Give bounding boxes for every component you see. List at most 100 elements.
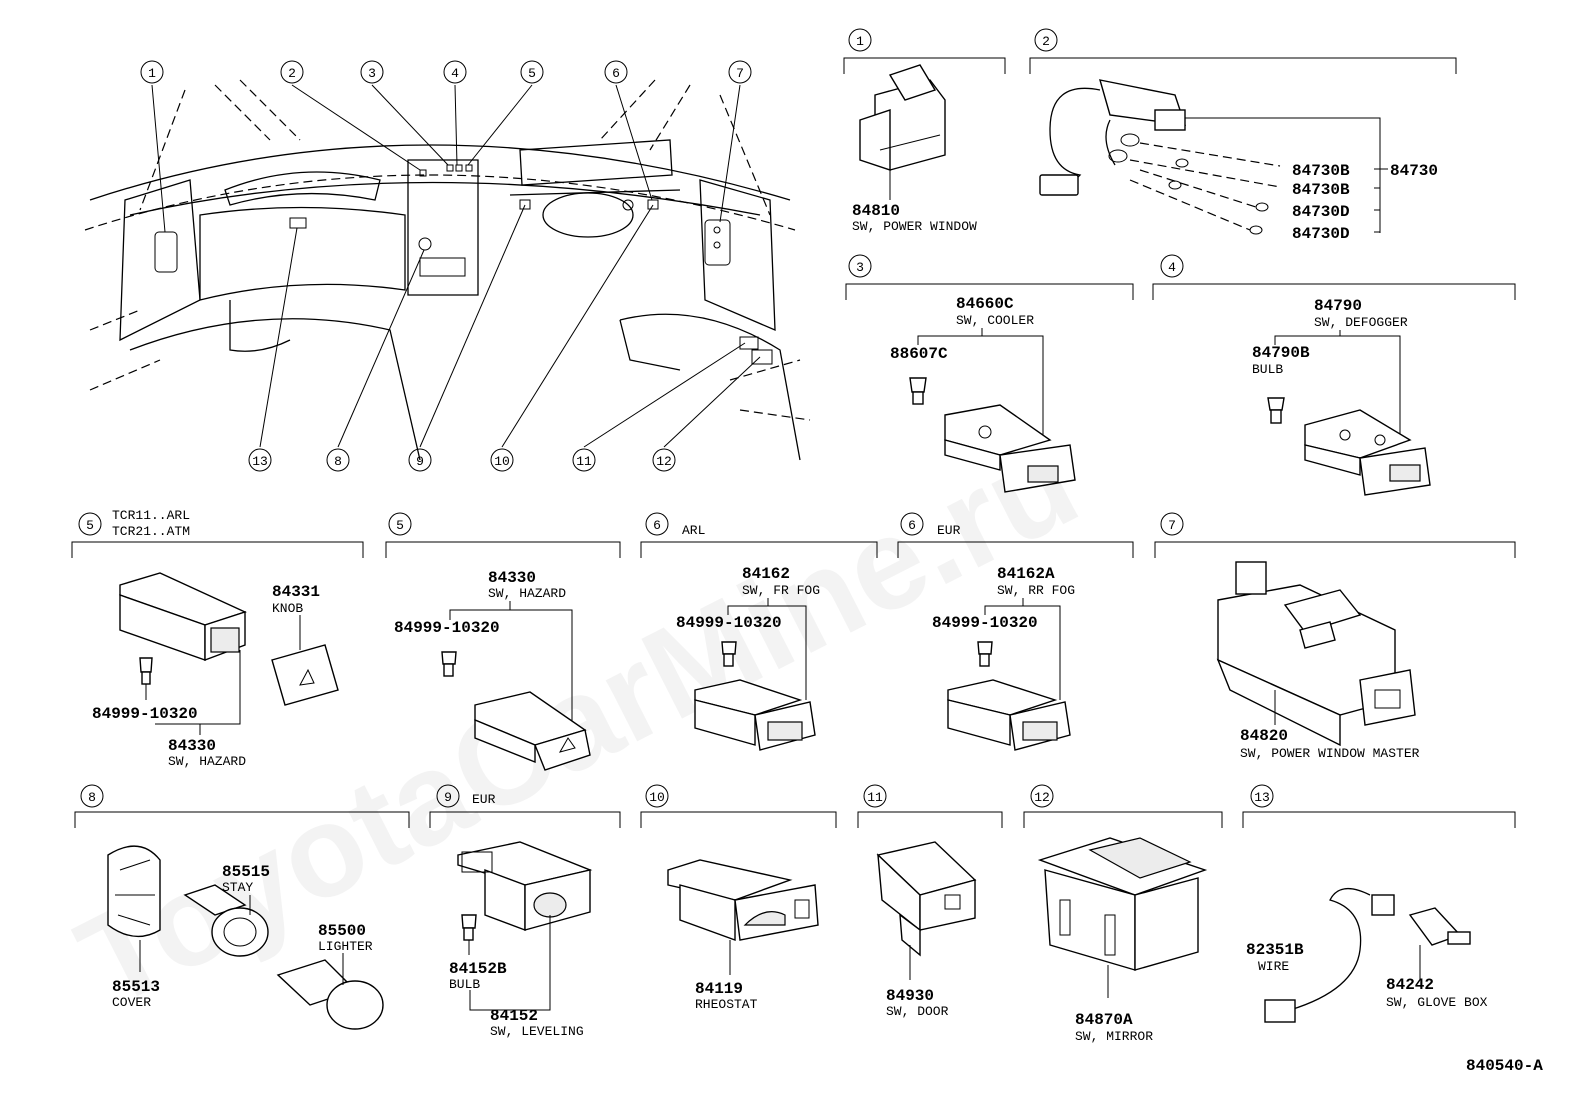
part-number: 84330 bbox=[488, 569, 536, 587]
section-number: 5 bbox=[396, 518, 404, 533]
part-description: SW, HAZARD bbox=[168, 754, 246, 769]
bulb-part-number: 84999-10320 bbox=[676, 614, 782, 632]
section-number: 10 bbox=[649, 790, 665, 805]
part-description: SW, POWER WINDOW bbox=[852, 219, 977, 234]
callout-2: 2 bbox=[288, 66, 296, 81]
bulb-drawing bbox=[139, 657, 153, 685]
hazard-switch-drawing bbox=[119, 572, 247, 662]
part-number: 84330 bbox=[168, 737, 216, 755]
callout-4: 4 bbox=[451, 66, 459, 81]
lighter-drawing bbox=[276, 959, 384, 1030]
variant-note: TCR11..ARL bbox=[112, 508, 190, 523]
cooler-switch-drawing bbox=[944, 404, 1076, 493]
wire-description: WIRE bbox=[1258, 959, 1289, 974]
defogger-switch-drawing bbox=[1304, 409, 1431, 496]
section-number: 3 bbox=[856, 260, 864, 275]
section-6-rear-fog-switch: 6 EUR 84162A SW, RR FOG 84999-10320 bbox=[897, 512, 1134, 751]
variant-note: TCR21..ATM bbox=[112, 524, 190, 539]
part-description: SW, DOOR bbox=[886, 1004, 949, 1019]
knob-part-number: 84331 bbox=[272, 583, 320, 601]
section-6-front-fog-switch: 6 ARL 84162 SW, FR FOG 84999-10320 bbox=[640, 512, 878, 751]
section-7-power-window-master-switch: 7 84820 SW, POWER WINDOW MASTER bbox=[1154, 512, 1516, 761]
part-description: SW, LEVELING bbox=[490, 1024, 584, 1039]
bulb-part-number: 84999-10320 bbox=[92, 705, 198, 723]
part-number: 84820 bbox=[1240, 727, 1288, 745]
sub-part-description: BULB bbox=[1252, 362, 1283, 377]
wire-part-number: 82351B bbox=[1246, 941, 1304, 959]
callout-11: 11 bbox=[576, 454, 592, 469]
part-number: 84730D bbox=[1292, 225, 1350, 243]
part-number: 84730D bbox=[1292, 203, 1350, 221]
cover-drawing bbox=[107, 845, 161, 938]
part-description: SW, RR FOG bbox=[997, 583, 1075, 598]
callout-10: 10 bbox=[494, 454, 510, 469]
part-number: 84660C bbox=[956, 295, 1014, 313]
sub-part-number: 84790B bbox=[1252, 344, 1310, 362]
part-description: SW, MIRROR bbox=[1075, 1029, 1153, 1044]
stay-description: STAY bbox=[222, 880, 253, 895]
lighter-part-number: 85500 bbox=[318, 922, 366, 940]
lighter-description: LIGHTER bbox=[318, 939, 373, 954]
mirror-switch-drawing bbox=[1037, 837, 1208, 971]
variant-note: EUR bbox=[472, 792, 496, 807]
section-8-cigarette-lighter: 8 85513 COVER 85515 STAY 85500 LIGHTER bbox=[74, 784, 410, 1030]
section-5-hazard-switch: 5 84330 SW, HAZARD 84999-10320 bbox=[385, 512, 621, 771]
section-5-hazard-switch-with-knob: 5 TCR11..ARL TCR21..ATM 84331 KNOB 84999… bbox=[71, 508, 364, 769]
bulb-drawing bbox=[441, 651, 457, 677]
knob-drawing bbox=[271, 644, 339, 706]
section-13-glove-box-switch: 13 82351B WIRE 84242 SW, GLOVE BOX bbox=[1242, 784, 1516, 1023]
rear-fog-switch-drawing bbox=[947, 679, 1071, 751]
callout-1: 1 bbox=[148, 66, 156, 81]
part-number: 84152 bbox=[490, 1007, 538, 1025]
part-number: 84730B bbox=[1292, 181, 1350, 199]
section-10-rheostat: 10 84119 RHEOSTAT bbox=[640, 784, 837, 1012]
leveling-switch-drawing bbox=[457, 841, 593, 932]
part-description: RHEOSTAT bbox=[695, 997, 758, 1012]
section-number: 9 bbox=[444, 790, 452, 805]
part-number: 84119 bbox=[695, 980, 743, 998]
part-number: 84162A bbox=[997, 565, 1055, 583]
section-1-power-window-switch: 1 84810 SW, POWER WINDOW bbox=[843, 28, 1006, 234]
part-number: 84810 bbox=[852, 202, 900, 220]
callout-6: 6 bbox=[612, 66, 620, 81]
part-number: 84790 bbox=[1314, 297, 1362, 315]
callout-3: 3 bbox=[368, 66, 376, 81]
watermark: ToyotaCarMine.ru bbox=[56, 408, 1098, 1035]
dashboard-overview bbox=[84, 79, 811, 461]
bulb-part-number: 84152B bbox=[449, 960, 507, 978]
callout-12: 12 bbox=[656, 454, 672, 469]
callout-9: 9 bbox=[416, 454, 424, 469]
stay-part-number: 85515 bbox=[222, 863, 270, 881]
callout-8: 8 bbox=[334, 454, 342, 469]
bulb-drawing bbox=[461, 914, 477, 941]
bulb-part-number: 84999-10320 bbox=[932, 614, 1038, 632]
part-description: SW, GLOVE BOX bbox=[1386, 995, 1488, 1010]
part-description: SW, HAZARD bbox=[488, 586, 566, 601]
section-number: 8 bbox=[88, 790, 96, 805]
sub-part-number: 88607C bbox=[890, 345, 948, 363]
harness-drawing bbox=[1039, 79, 1381, 235]
master-switch-drawing bbox=[1216, 561, 1416, 747]
bulb-description: BULB bbox=[449, 977, 480, 992]
section-number: 1 bbox=[856, 34, 864, 49]
variant-note: ARL bbox=[682, 523, 705, 538]
variant-note: EUR bbox=[937, 523, 961, 538]
glove-box-switch-drawing bbox=[1408, 907, 1471, 946]
section-number: 5 bbox=[86, 518, 94, 533]
stay-drawing bbox=[183, 884, 269, 957]
section-12-mirror-switch: 12 84870A SW, MIRROR bbox=[1023, 784, 1223, 1044]
section-4-defogger-switch: 4 84790 SW, DEFOGGER 84790B BULB bbox=[1152, 254, 1516, 496]
part-number: 84242 bbox=[1386, 976, 1434, 994]
cover-part-number: 85513 bbox=[112, 978, 160, 996]
wire-drawing bbox=[1264, 888, 1395, 1023]
callout-7: 7 bbox=[736, 66, 744, 81]
diagram-code: 840540-A bbox=[1466, 1057, 1543, 1075]
part-number: 84730B bbox=[1292, 162, 1350, 180]
assembly-part-number: 84730 bbox=[1390, 162, 1438, 180]
section-number: 12 bbox=[1034, 790, 1050, 805]
section-3-cooler-switch: 3 84660C SW, COOLER 88607C bbox=[845, 254, 1134, 493]
callout-5: 5 bbox=[528, 66, 536, 81]
door-switch-drawing bbox=[876, 841, 977, 957]
section-number: 6 bbox=[653, 518, 661, 533]
part-number: 84870A bbox=[1075, 1011, 1133, 1029]
